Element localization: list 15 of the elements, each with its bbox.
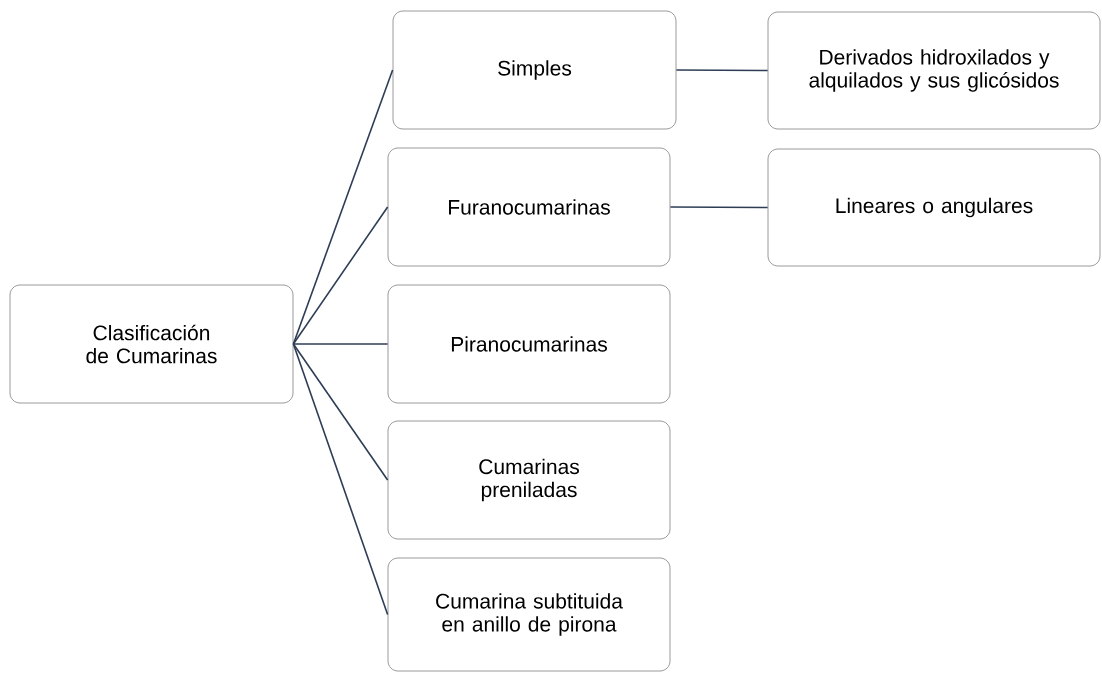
category-box: Clasificación de Cumarinas bbox=[9, 284, 294, 404]
category-box: Simples bbox=[392, 10, 677, 130]
category-box: Cumarina subtituida en anillo de pirona bbox=[387, 557, 671, 672]
connector-line bbox=[669, 206, 769, 209]
connector-line bbox=[292, 343, 389, 481]
category-box: Derivados hidroxilados y alquilados y sus glicósidos bbox=[767, 11, 1101, 130]
category-box: Furanocumarinas bbox=[387, 147, 671, 267]
connector-line bbox=[292, 343, 389, 616]
category-box: Lineares o angulares bbox=[767, 148, 1101, 267]
connector-line bbox=[675, 69, 769, 72]
category-box: Piranocumarinas bbox=[387, 284, 671, 404]
category-box: Cumarinas preniladas bbox=[387, 420, 671, 540]
connector-line bbox=[292, 69, 394, 345]
connector-line bbox=[292, 343, 389, 345]
connector-line bbox=[292, 206, 389, 345]
